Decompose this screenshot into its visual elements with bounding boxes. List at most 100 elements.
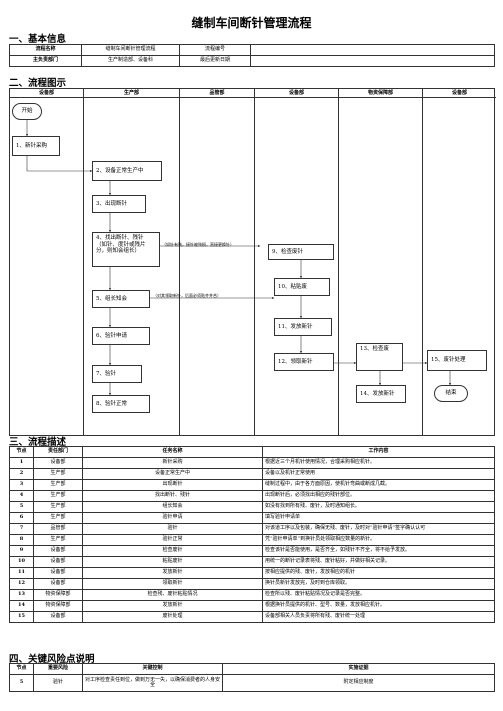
task-cell: 验针正常 <box>82 534 263 546</box>
content-cell: 根据换针员提供的机针、型号、数量，发放相应机针。 <box>262 600 495 612</box>
basic-info-row: 主负责部门 生产制造部、设备科 最后更新日期 <box>9 55 495 67</box>
section-diagram-heading: 二、流程图示 <box>9 78 67 89</box>
node-cell: 9 <box>9 545 34 557</box>
col-header: 节点 <box>9 446 34 458</box>
flow-node-7: 7、验针 <box>92 365 142 383</box>
section-basic-heading: 一、基本信息 <box>9 34 67 45</box>
dept-cell: 品管部 <box>33 523 83 535</box>
flow-node-12: 12、领取新针 <box>274 353 334 371</box>
col-header: 重要风险 <box>33 663 83 675</box>
content-cell: 缝制过程中，由于各方面原因，使机针弯曲或断成几截。 <box>262 479 495 491</box>
lane-header: 设备部 <box>423 89 496 98</box>
col-header: 关键控制 <box>82 663 223 675</box>
basic-info-row: 流程名称 缝制车间断针管理流程 流程编号 <box>9 44 495 56</box>
label-last-update: 最后更新日期 <box>179 55 251 67</box>
flow-node-2: 2、设备正常生产中 <box>92 161 162 181</box>
task-cell: 新针采购 <box>82 457 263 469</box>
lane-divider <box>422 98 423 435</box>
section-risk-heading: 四、关键风险点说明 <box>9 654 95 665</box>
dept-cell: 生产部 <box>33 490 83 502</box>
content-cell: 用统一的断针记录表将残、废针粘好，并做好相关记录。 <box>262 556 495 568</box>
content-cell: 凭“验针申请单”到换针员处领取相应数量的新针。 <box>262 534 495 546</box>
flow-node-13: 13、检查废 <box>356 343 403 371</box>
swimlane-diagram: 设备部 生产部 品管部 设备部 物资保障部 设备部 开始 <box>9 88 496 436</box>
node-cell: 13 <box>9 589 34 601</box>
node-cell: 2 <box>9 468 34 480</box>
lane-header: 品管部 <box>180 89 255 98</box>
lane-divider <box>254 98 255 435</box>
content-cell: 对该道工序以及包装，确保无残、废针，及时对“验针申请”签字确认认可 <box>262 523 495 535</box>
task-cell: 设备正常生产中 <box>82 468 263 480</box>
start-node: 开始 <box>12 103 42 120</box>
node-cell: 15 <box>9 611 34 623</box>
dept-cell: 设备部 <box>33 457 83 469</box>
page-title: 缝制车间断针管理流程 <box>191 16 312 30</box>
task-cell: 发放新针 <box>82 567 263 579</box>
flow-node-4: 4、找出断针、残针 （如针、度针或残片 分，则知会组长） <box>92 232 160 267</box>
node-cell: 11 <box>9 567 34 579</box>
task-cell: 领取新针 <box>82 578 263 590</box>
content-cell: 附定相应制度 <box>222 674 495 692</box>
content-cell: 如没有找到所有残、废针，及时通知组长。 <box>262 501 495 513</box>
table-header-row: 节点 重要风险 关键控制 实施证据 <box>9 663 495 675</box>
task-cell: 出现断针 <box>82 479 263 491</box>
dept-cell: 生产部 <box>33 479 83 491</box>
task-cell: 组长知会 <box>82 501 263 513</box>
lane-divider <box>338 98 339 435</box>
col-header: 实施证据 <box>222 663 495 675</box>
flow-node-1: 1、新针采购 <box>12 136 60 156</box>
content-cell: 按相应提供的残、废针，发放相应的机针 <box>262 567 495 579</box>
node-cell: 8 <box>9 534 34 546</box>
lane-header: 生产部 <box>84 89 180 98</box>
lane-divider <box>179 98 180 435</box>
flow-note: （如针有残，接针被残损，直接更换针） <box>162 242 234 247</box>
content-cell: 出现断针后，必须找出相应的残针部位。 <box>262 490 495 502</box>
task-cell: 对工序检查责任到位，做到万无一失，以确保消费者的人身安全 <box>82 674 223 692</box>
dept-cell: 设备部 <box>33 578 83 590</box>
dept-cell: 验针 <box>33 674 83 692</box>
content-cell: 设备部相关人员负责将所有残、废针统一处理 <box>262 611 495 623</box>
node-cell: 4 <box>9 490 34 502</box>
basic-info-table: 流程名称 缝制车间断针管理流程 流程编号 主负责部门 生产制造部、设备科 最后更… <box>9 44 495 67</box>
flow-node-15: 15、废针处理 <box>427 350 487 371</box>
content-cell: 填写验针申请单 <box>262 512 495 524</box>
node-cell: 14 <box>9 600 34 612</box>
task-cell: 找出断针、残针 <box>82 490 263 502</box>
section-desc-heading: 三、流程描述 <box>9 437 67 448</box>
dept-cell: 设备部 <box>33 567 83 579</box>
value-last-update <box>250 55 495 67</box>
node-cell: 7 <box>9 523 34 535</box>
node-cell: 5 <box>9 674 34 692</box>
task-cell: 检查残、废针粘贴情况 <box>82 589 263 601</box>
flow-node-11: 11、发放新针 <box>274 318 332 336</box>
task-cell: 发放新针 <box>82 600 263 612</box>
flow-node-10: 10、粘贴废 <box>274 278 330 296</box>
flow-node-6: 6、验针申请 <box>92 327 150 345</box>
lane-divider <box>83 98 84 435</box>
lane-header: 物资保障部 <box>339 89 423 98</box>
node-cell: 3 <box>9 479 34 491</box>
dept-cell: 设备部 <box>33 611 83 623</box>
dept-cell: 生产部 <box>33 512 83 524</box>
task-cell: 粘贴废针 <box>82 556 263 568</box>
label-owner-dept: 主负责部门 <box>9 55 82 67</box>
task-cell: 验针申请 <box>82 512 263 524</box>
content-cell: 换针员新针发放完，及时到仓库领取。 <box>262 578 495 590</box>
dept-cell: 生产部 <box>33 501 83 513</box>
task-cell: 检查废针 <box>82 545 263 557</box>
col-header: 工作内容 <box>262 446 495 458</box>
